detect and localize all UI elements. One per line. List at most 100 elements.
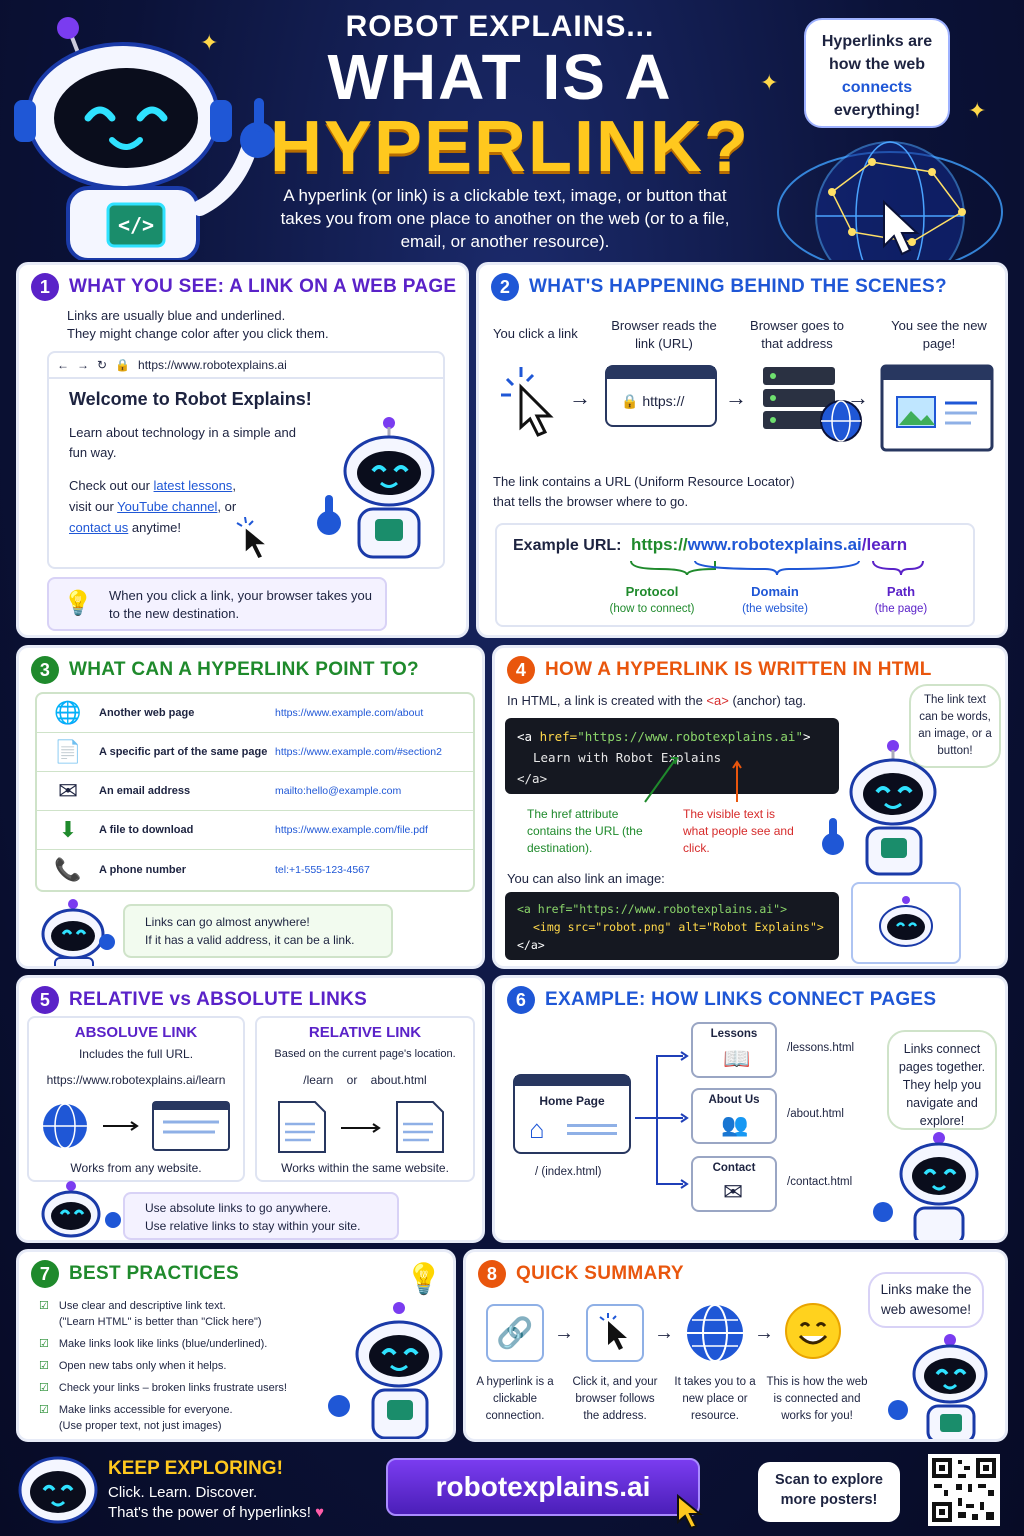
panel-title: 8 QUICK SUMMARY bbox=[478, 1260, 684, 1288]
code-token: > bbox=[803, 729, 811, 744]
relative-or: or bbox=[346, 1073, 358, 1087]
footer-line1: Click. Learn. Discover. bbox=[108, 1484, 258, 1501]
practice-text: Check your links – broken links frustrat… bbox=[58, 1382, 287, 1394]
page-path: /about.html bbox=[787, 1108, 844, 1120]
robot-icon bbox=[18, 1456, 98, 1524]
header-title-line2: HYPERLINK? bbox=[269, 107, 751, 187]
table-row: 📞 A phone number tel:+1-555-123-4567 bbox=[37, 850, 473, 889]
address-bar[interactable]: https://www.robotexplains.ai bbox=[138, 358, 287, 372]
arrow-icon: → bbox=[554, 1322, 574, 1344]
robot-icon bbox=[873, 1132, 979, 1240]
panel-relative-absolute: 5 RELATIVE vs ABSOLUTE LINKS ABSOLUVE LI… bbox=[16, 975, 485, 1243]
code-token: "https://www.robotexplains.ai" bbox=[577, 729, 803, 744]
phone-icon: 📞 bbox=[54, 856, 82, 882]
code-token: </a> bbox=[517, 938, 545, 952]
page-label: About Us bbox=[708, 1094, 760, 1106]
tip-text: When you click a link, your browser take… bbox=[109, 588, 372, 621]
text-fragment: Check out our bbox=[69, 478, 154, 493]
browser-mockup: ← → ↻ 🔒 https://www.robotexplains.ai Wel… bbox=[47, 351, 445, 569]
relative-title: RELATIVE LINK bbox=[308, 1024, 422, 1041]
panel-behind-scenes: 2 WHAT'S HAPPENING BEHIND THE SCENES? Yo… bbox=[476, 262, 1008, 638]
panel-title: 2 WHAT'S HAPPENING BEHIND THE SCENES? bbox=[491, 273, 947, 301]
url-protocol: https:// bbox=[631, 535, 688, 554]
page-card-lessons[interactable]: Lessons 📖 bbox=[691, 1022, 777, 1078]
step-label: You see the new page! bbox=[891, 318, 987, 351]
robot-image-thumbnail[interactable] bbox=[851, 882, 961, 964]
qr-code-icon[interactable] bbox=[928, 1454, 1000, 1526]
users-icon: 👥 bbox=[721, 1112, 749, 1137]
cursor-icon bbox=[677, 1493, 703, 1530]
url-domain: www.robotexplains.ai bbox=[687, 535, 862, 554]
table-row: 📄 A specific part of the same page https… bbox=[37, 733, 473, 772]
header-speech-bubble: Hyperlinks are how the web connects ever… bbox=[804, 18, 950, 128]
panel-connect-pages: 6 EXAMPLE: HOW LINKS CONNECT PAGES Home … bbox=[492, 975, 1008, 1243]
list-item: ☑Use clear and descriptive link text. ("… bbox=[39, 1298, 339, 1336]
target-value: mailto:hello@example.com bbox=[275, 785, 402, 797]
domain-sublabel: (the website) bbox=[742, 603, 808, 615]
footer-title: KEEP EXPLORING! bbox=[108, 1458, 283, 1479]
arrow-icon: → bbox=[847, 385, 869, 410]
forward-arrow-icon[interactable]: → bbox=[77, 358, 89, 372]
absolute-sub: Includes the full URL. bbox=[78, 1047, 194, 1061]
url-explain-a: The link contains a URL (Uniform Resourc… bbox=[493, 474, 795, 489]
panel-link-targets: 3 WHAT CAN A HYPERLINK POINT TO? 🌐 Anoth… bbox=[16, 645, 485, 969]
cursor-icon bbox=[586, 1304, 644, 1362]
domain-label: Domain bbox=[751, 584, 799, 599]
list-item: ☑Make links accessible for everyone. (Us… bbox=[39, 1402, 339, 1439]
book-icon: 📖 bbox=[723, 1046, 751, 1071]
summary-bubble: Links make the web awesome! bbox=[868, 1272, 984, 1328]
panel-heading: WHAT YOU SEE: A LINK ON A WEB PAGE bbox=[69, 276, 457, 297]
check-icon: ☑ bbox=[39, 1382, 49, 1394]
panel-title: 7 BEST PRACTICES bbox=[31, 1260, 239, 1288]
step-number: 5 bbox=[31, 986, 59, 1014]
browser-url-icon: 🔒 https:// bbox=[605, 365, 717, 427]
home-page-card[interactable]: Home Page ⌂ bbox=[513, 1074, 631, 1154]
panel-heading: QUICK SUMMARY bbox=[516, 1263, 684, 1284]
cursor-icon bbox=[501, 367, 554, 437]
table-row: 🌐 Another web page https://www.example.c… bbox=[37, 694, 473, 733]
panel-heading: WHAT CAN A HYPERLINK POINT TO? bbox=[69, 659, 419, 680]
page-path: /contact.html bbox=[787, 1176, 853, 1188]
home-page-label: Home Page bbox=[539, 1094, 605, 1108]
back-arrow-icon[interactable]: ← bbox=[57, 358, 69, 372]
text-fragment: anytime! bbox=[128, 520, 182, 535]
panel-title: 6 EXAMPLE: HOW LINKS CONNECT PAGES bbox=[507, 986, 936, 1014]
link-contact-us[interactable]: contact us bbox=[69, 520, 129, 535]
panel-html-syntax: 4 HOW A HYPERLINK IS WRITTEN IN HTML In … bbox=[492, 645, 1008, 969]
header-kicker: ROBOT EXPLAINS... bbox=[345, 10, 655, 43]
step-number: 1 bbox=[31, 273, 59, 301]
absolute-foot: Works from any website. bbox=[70, 1161, 202, 1175]
target-label: An email address bbox=[99, 785, 191, 797]
page-text: Learn about technology in a simple and f… bbox=[69, 425, 296, 460]
page-card-about[interactable]: About Us 👥 bbox=[691, 1088, 777, 1144]
practice-text: Open new tabs only when it helps. bbox=[58, 1360, 227, 1372]
connect-bubble: Links connect pages together. They help … bbox=[887, 1030, 997, 1130]
page-title: Welcome to Robot Explains! bbox=[69, 389, 312, 409]
anchor-tag: <a> bbox=[706, 693, 729, 708]
link-youtube-channel[interactable]: YouTube channel bbox=[117, 499, 218, 514]
table-row: ⬇ A file to download https://www.example… bbox=[37, 811, 473, 850]
server-icon bbox=[763, 367, 862, 442]
arrow-icon: → bbox=[569, 385, 591, 410]
targets-table: 🌐 Another web page https://www.example.c… bbox=[35, 692, 475, 892]
header-description: A hyperlink (or link) is a clickable tex… bbox=[280, 186, 730, 251]
panel-link-on-page: 1 WHAT YOU SEE: A LINK ON A WEB PAGE Lin… bbox=[16, 262, 469, 638]
note-line-b: Use relative links to stay within your s… bbox=[145, 1219, 361, 1233]
page-card-contact[interactable]: Contact ✉ bbox=[691, 1156, 777, 1212]
code-token: <a href="https://www.robotexplains.ai"> bbox=[517, 902, 788, 916]
absolute-link-card: ABSOLUVE LINK Includes the full URL. htt… bbox=[27, 1016, 245, 1182]
practice-text: Make links accessible for everyone. (Use… bbox=[58, 1404, 233, 1432]
panel-quick-summary: 8 QUICK SUMMARY 🔗 → → → A hyperlink is a… bbox=[463, 1249, 1008, 1442]
list-item: ☑ Check your links – broken links frustra… bbox=[39, 1380, 339, 1402]
reload-icon[interactable]: ↻ bbox=[97, 358, 108, 372]
panel-heading: HOW A HYPERLINK IS WRITTEN IN HTML bbox=[545, 659, 932, 680]
panel-heading: RELATIVE vs ABSOLUTE LINKS bbox=[69, 989, 368, 1010]
lock-icon: 🔒 bbox=[115, 358, 131, 372]
heart-icon: ♥ bbox=[315, 1504, 325, 1521]
website-button[interactable]: robotexplains.ai bbox=[386, 1458, 700, 1516]
smiley-icon bbox=[785, 1303, 841, 1359]
link-latest-lessons[interactable]: latest lessons bbox=[153, 478, 233, 493]
url-brace-icon bbox=[630, 560, 924, 576]
scan-bubble: Scan to explore more posters! bbox=[758, 1462, 900, 1522]
lightbulb-icon: 💡 bbox=[405, 1263, 443, 1296]
